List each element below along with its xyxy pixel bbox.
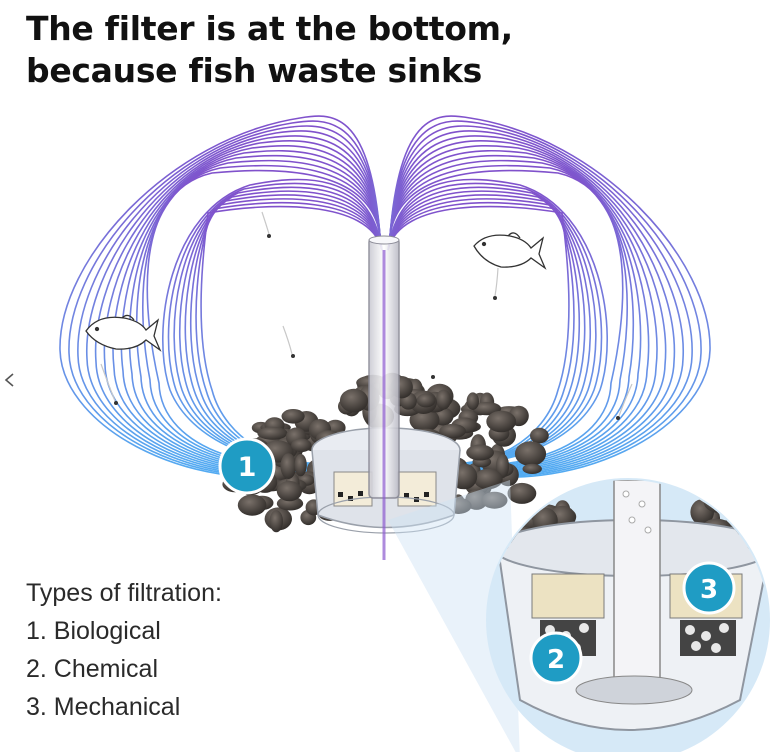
flow-line	[389, 169, 624, 466]
flow-line	[142, 164, 381, 467]
rock	[409, 408, 440, 432]
rock	[436, 389, 451, 410]
flow-line	[389, 135, 676, 474]
flow-line	[389, 120, 702, 477]
rock	[750, 510, 768, 527]
flow-line	[86, 130, 381, 475]
flow-line	[135, 159, 381, 468]
rock	[530, 427, 549, 444]
rock	[729, 494, 746, 516]
rock	[473, 468, 503, 490]
rock	[291, 438, 312, 453]
flow-line	[389, 159, 635, 468]
rock	[416, 393, 436, 408]
filtration-item-biological: 1. Biological	[26, 617, 161, 645]
flow-line	[128, 154, 381, 469]
svg-text:3: 3	[700, 575, 718, 605]
rock	[481, 491, 508, 509]
flow-line	[146, 169, 381, 466]
flow-line	[195, 201, 383, 464]
flow-line	[389, 154, 642, 469]
waste-particles	[114, 234, 620, 420]
rock	[755, 507, 768, 527]
badge-2: 2	[529, 631, 583, 685]
rock	[742, 516, 768, 531]
flow-line	[389, 125, 693, 476]
flow-line	[389, 145, 658, 472]
rock	[703, 491, 736, 513]
rock	[276, 480, 302, 502]
fish-left	[85, 314, 162, 352]
rock	[280, 453, 297, 479]
chevron-left-icon[interactable]	[2, 366, 16, 394]
rock	[339, 388, 369, 413]
flow-line	[120, 149, 381, 471]
rock	[514, 441, 547, 467]
badge-1: 1	[218, 437, 276, 495]
flow-line	[389, 130, 684, 475]
rock	[751, 521, 766, 540]
flow-line	[77, 125, 381, 476]
rock	[486, 410, 517, 433]
uplift-tube	[368, 235, 400, 560]
rock	[507, 482, 537, 504]
rock	[751, 529, 768, 546]
headline-line-2: because fish waste sinks	[26, 51, 483, 90]
rock	[466, 392, 479, 411]
headline-line-1: The filter is at the bottom,	[26, 9, 513, 48]
flow-line	[112, 145, 381, 472]
filtration-item-mechanical: 3. Mechanical	[26, 693, 181, 721]
flow-line	[389, 140, 667, 473]
flow-line	[94, 135, 381, 474]
rock	[738, 493, 759, 519]
rock	[495, 454, 510, 479]
filtration-title: Types of filtration:	[26, 579, 222, 607]
rock	[257, 426, 288, 440]
rock	[756, 519, 768, 534]
headline: The filter is at the bottom, because fis…	[26, 8, 513, 92]
rock	[269, 510, 283, 533]
fish-right	[473, 232, 547, 270]
rock	[281, 409, 305, 424]
rock	[752, 489, 766, 512]
filtration-types: Types of filtration: 1. Biological 2. Ch…	[26, 574, 222, 726]
flow-line	[68, 120, 381, 477]
rock	[522, 463, 542, 474]
rock	[743, 492, 768, 506]
rock	[439, 423, 466, 439]
flow-line	[103, 140, 381, 473]
rock	[466, 444, 494, 461]
flow-line	[389, 149, 650, 471]
zoom-callout	[388, 480, 520, 752]
badge-3: 3	[682, 561, 736, 615]
rock	[511, 504, 526, 525]
rock	[735, 512, 757, 525]
flow-line	[200, 205, 383, 464]
filtration-item-chemical: 2. Chemical	[26, 655, 158, 683]
rock	[472, 402, 502, 416]
flow-line	[59, 115, 381, 478]
filter-closeup	[486, 478, 770, 752]
svg-text:2: 2	[547, 645, 565, 675]
rock	[237, 494, 267, 516]
flow-line	[389, 115, 711, 478]
flow-line	[189, 198, 383, 464]
flow-line	[389, 164, 628, 467]
rock	[294, 453, 307, 477]
svg-text:1: 1	[238, 452, 257, 483]
flow-line	[387, 205, 570, 464]
